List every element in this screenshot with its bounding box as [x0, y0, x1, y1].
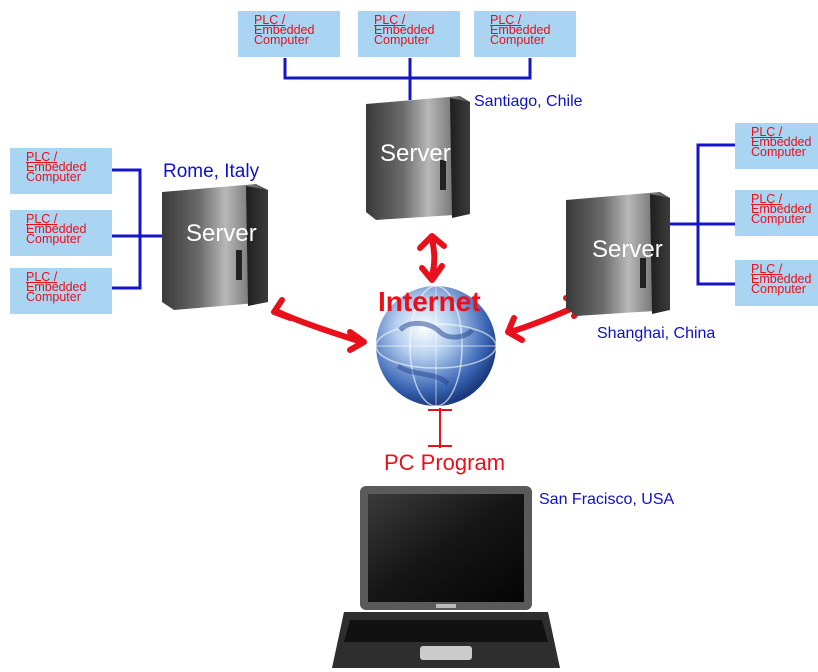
- plc-label-line2: Embedded: [26, 160, 87, 174]
- plc-label-line1: PLC /: [26, 150, 58, 164]
- server-label-shanghai: Server: [592, 236, 663, 263]
- server-shanghai-icon: [566, 192, 670, 316]
- laptop-icon: [332, 486, 560, 668]
- city-label-santiago: Santiago, Chile: [474, 93, 583, 110]
- server-label-rome: Server: [186, 220, 257, 247]
- plc-label-line2: Embedded: [254, 23, 315, 37]
- plc-label-line3: Computer: [751, 282, 806, 296]
- shanghai-wires: [668, 143, 736, 286]
- plc-box-rome-2: PLC / Embedded Computer: [10, 210, 112, 256]
- plc-label-line2: Embedded: [26, 222, 87, 236]
- plc-label-line1: PLC /: [751, 192, 783, 206]
- arrow-to-santiago: [429, 235, 438, 279]
- plc-label-line1: PLC /: [26, 212, 58, 226]
- plc-box-santiago-1: PLC / Embedded Computer: [238, 11, 340, 57]
- plc-label-line3: Computer: [26, 290, 81, 304]
- plc-box-rome-3: PLC / Embedded Computer: [10, 268, 112, 314]
- plc-label-line3: Computer: [254, 33, 309, 47]
- plc-box-shanghai-3: PLC / Embedded Computer: [735, 260, 818, 306]
- city-label-rome: Rome, Italy: [163, 161, 260, 182]
- plc-label-line2: Embedded: [374, 23, 435, 37]
- plc-label-line2: Embedded: [751, 202, 812, 216]
- plc-label-line2: Embedded: [490, 23, 551, 37]
- plc-label-line3: Computer: [26, 170, 81, 184]
- plc-label-line3: Computer: [751, 212, 806, 226]
- plc-label-line3: Computer: [26, 232, 81, 246]
- plc-label-line1: PLC /: [751, 262, 783, 276]
- arrow-to-pc: [428, 408, 452, 448]
- plc-label-line2: Embedded: [751, 272, 812, 286]
- plc-label-line1: PLC /: [26, 270, 58, 284]
- city-label-sanfrancisco: San Fracisco, USA: [539, 491, 675, 508]
- plc-box-santiago-2: PLC / Embedded Computer: [358, 11, 460, 57]
- plc-box-shanghai-2: PLC / Embedded Computer: [735, 190, 818, 236]
- plc-label-line2: Embedded: [26, 280, 87, 294]
- pc-program-label: PC Program: [384, 450, 506, 475]
- plc-label-line3: Computer: [490, 33, 545, 47]
- server-rome-icon: [162, 184, 268, 310]
- plc-label-line3: Computer: [374, 33, 429, 47]
- santiago-wires: [283, 58, 532, 100]
- plc-label-line3: Computer: [751, 145, 806, 159]
- plc-box-shanghai-1: PLC / Embedded Computer: [735, 123, 818, 169]
- internet-label: Internet: [378, 286, 481, 317]
- plc-label-line1: PLC /: [374, 13, 406, 27]
- server-label-santiago: Server: [380, 140, 451, 167]
- plc-label-line1: PLC /: [490, 13, 522, 27]
- city-label-shanghai: Shanghai, China: [597, 325, 716, 342]
- plc-box-rome-1: PLC / Embedded Computer: [10, 148, 112, 194]
- internet-globe-icon: [375, 285, 497, 407]
- plc-box-santiago-3: PLC / Embedded Computer: [474, 11, 576, 57]
- plc-label-line1: PLC /: [751, 125, 783, 139]
- plc-label-line2: Embedded: [751, 135, 812, 149]
- plc-label-line1: PLC /: [254, 13, 286, 27]
- server-santiago-icon: [366, 96, 470, 220]
